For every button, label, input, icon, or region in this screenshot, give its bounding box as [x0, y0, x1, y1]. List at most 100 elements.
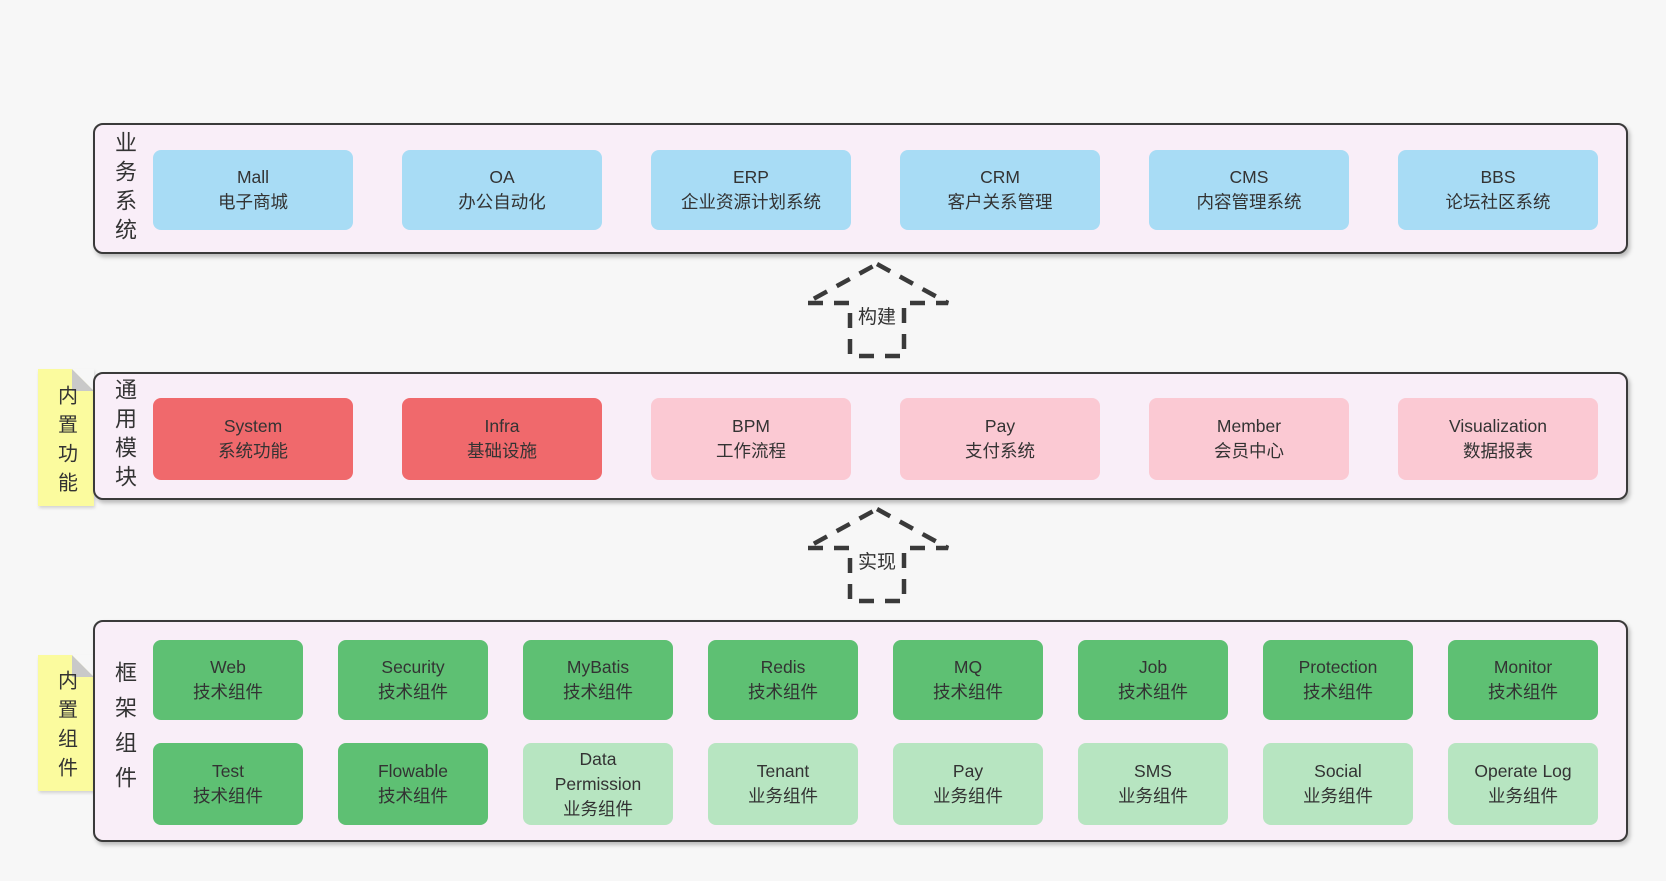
- box-subtitle: 业务组件: [933, 786, 1003, 806]
- layer-label-modules: 通用模块: [112, 378, 137, 494]
- box-subtitle: 电子商城: [218, 192, 288, 212]
- box-subtitle: 技术组件: [748, 682, 818, 702]
- box-subtitle: 技术组件: [563, 682, 633, 702]
- box-title: Pay: [952, 761, 984, 781]
- box-title: SMS: [1134, 761, 1172, 781]
- box-oa: OA 办公自动化: [402, 150, 602, 230]
- box-subtitle: 论坛社区系统: [1445, 192, 1551, 212]
- box-mq: MQ 技术组件: [893, 640, 1043, 720]
- layer-common-modules: 通用模块 System 系统功能 Infra 基础设施 BPM 工作流程 Pay…: [93, 372, 1628, 500]
- business-box-row: Mall 电子商城 OA 办公自动化 ERP 企业资源计划系统 CRM 客户关系…: [153, 150, 1598, 230]
- box-data-permission: Data Permission 业务组件: [523, 743, 673, 825]
- box-security: Security 技术组件: [338, 640, 488, 720]
- box-title: Social: [1314, 761, 1362, 781]
- layer-label-business: 业务系统: [112, 130, 137, 247]
- box-title: BBS: [1480, 167, 1516, 187]
- dashed-up-arrow-icon: [804, 261, 950, 359]
- box-subtitle: 技术组件: [1488, 682, 1558, 702]
- box-sms: SMS 业务组件: [1078, 743, 1228, 825]
- box-title: ERP: [733, 167, 769, 187]
- box-title: Data Permission: [554, 748, 642, 794]
- box-title: Operate Log: [1474, 761, 1572, 781]
- box-web: Web 技术组件: [153, 640, 303, 720]
- box-subtitle: 工作流程: [716, 441, 786, 461]
- box-mall: Mall 电子商城: [153, 150, 353, 230]
- box-monitor: Monitor 技术组件: [1448, 640, 1598, 720]
- box-pay-module: Pay 支付系统: [900, 398, 1100, 480]
- sticky-label: 内置组件: [54, 670, 77, 787]
- sticky-note-builtin-components: 内置组件: [38, 655, 94, 791]
- implement-arrow: 实现: [800, 503, 954, 607]
- box-subtitle: 技术组件: [378, 682, 448, 702]
- box-subtitle: 企业资源计划系统: [681, 192, 821, 212]
- box-subtitle: 技术组件: [378, 786, 448, 806]
- box-title: Web: [210, 657, 246, 677]
- box-bbs: BBS 论坛社区系统: [1398, 150, 1598, 230]
- box-subtitle: 技术组件: [193, 682, 263, 702]
- box-title: CMS: [1229, 167, 1269, 187]
- box-title: Security: [381, 657, 445, 677]
- box-title: Member: [1216, 416, 1282, 436]
- box-subtitle: 技术组件: [1303, 682, 1373, 702]
- sticky-note-builtin-features: 内置功能: [38, 369, 94, 506]
- box-subtitle: 技术组件: [1118, 682, 1188, 702]
- box-member: Member 会员中心: [1149, 398, 1349, 480]
- box-title: OA: [489, 167, 515, 187]
- box-title: Pay: [984, 416, 1016, 436]
- box-test: Test 技术组件: [153, 743, 303, 825]
- box-subtitle: 业务组件: [1303, 786, 1373, 806]
- layer-business-systems: 业务系统 Mall 电子商城 OA 办公自动化 ERP 企业资源计划系统 CRM…: [93, 123, 1628, 254]
- box-title: Mall: [236, 167, 270, 187]
- box-title: Infra: [484, 416, 520, 436]
- box-social: Social 业务组件: [1263, 743, 1413, 825]
- box-subtitle: 基础设施: [467, 441, 537, 461]
- box-title: Job: [1138, 657, 1168, 677]
- box-infra: Infra 基础设施: [402, 398, 602, 480]
- box-pay-component: Pay 业务组件: [893, 743, 1043, 825]
- box-visualization: Visualization 数据报表: [1398, 398, 1598, 480]
- box-crm: CRM 客户关系管理: [900, 150, 1100, 230]
- box-mybatis: MyBatis 技术组件: [523, 640, 673, 720]
- box-subtitle: 会员中心: [1214, 441, 1284, 461]
- box-subtitle: 内容管理系统: [1196, 192, 1302, 212]
- box-title: Redis: [760, 657, 806, 677]
- box-subtitle: 系统功能: [218, 441, 288, 461]
- build-arrow: 构建: [800, 258, 954, 362]
- sticky-label: 内置功能: [54, 384, 77, 501]
- arrow-label: 构建: [854, 302, 900, 329]
- box-subtitle: 技术组件: [193, 786, 263, 806]
- box-subtitle: 客户关系管理: [947, 192, 1053, 212]
- box-subtitle: 业务组件: [1118, 786, 1188, 806]
- box-cms: CMS 内容管理系统: [1149, 150, 1349, 230]
- box-subtitle: 业务组件: [563, 798, 633, 819]
- box-title: Protection: [1298, 657, 1378, 677]
- box-title: Visualization: [1449, 416, 1547, 436]
- box-title: CRM: [980, 167, 1020, 187]
- box-redis: Redis 技术组件: [708, 640, 858, 720]
- layer-label-components: 框架组件: [112, 661, 137, 801]
- box-subtitle: 办公自动化: [458, 192, 546, 212]
- box-title: Monitor: [1493, 657, 1553, 677]
- layer-framework-components: 框架组件 Web 技术组件 Security 技术组件 MyBatis 技术组件…: [93, 620, 1628, 842]
- box-tenant: Tenant 业务组件: [708, 743, 858, 825]
- box-title: Tenant: [756, 761, 810, 781]
- box-subtitle: 业务组件: [1488, 786, 1558, 806]
- box-bpm: BPM 工作流程: [651, 398, 851, 480]
- box-job: Job 技术组件: [1078, 640, 1228, 720]
- box-subtitle: 业务组件: [748, 786, 818, 806]
- box-title: MQ: [953, 657, 983, 677]
- box-title: BPM: [732, 416, 770, 436]
- box-subtitle: 数据报表: [1463, 441, 1533, 461]
- box-title: Test: [211, 761, 245, 781]
- components-box-row-1: Web 技术组件 Security 技术组件 MyBatis 技术组件 Redi…: [153, 640, 1598, 720]
- box-title: System: [223, 416, 283, 436]
- box-title: Flowable: [377, 761, 449, 781]
- box-protection: Protection 技术组件: [1263, 640, 1413, 720]
- box-title: MyBatis: [566, 657, 630, 677]
- box-flowable: Flowable 技术组件: [338, 743, 488, 825]
- dashed-up-arrow-icon: [804, 506, 950, 604]
- components-box-row-2: Test 技术组件 Flowable 技术组件 Data Permission …: [153, 743, 1598, 825]
- box-subtitle: 技术组件: [933, 682, 1003, 702]
- modules-box-row: System 系统功能 Infra 基础设施 BPM 工作流程 Pay 支付系统…: [153, 398, 1598, 480]
